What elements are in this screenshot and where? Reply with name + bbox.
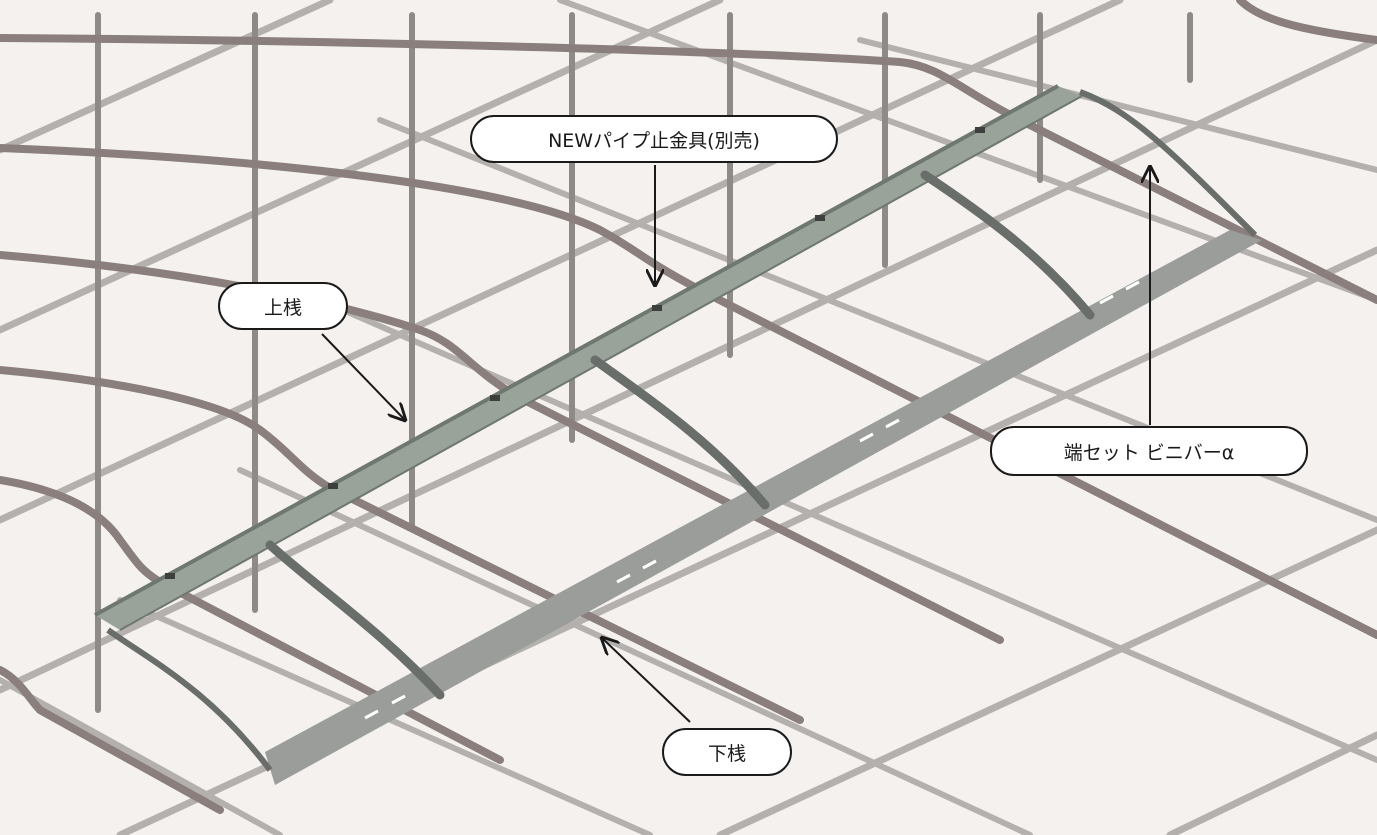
label-lower-rail: 下桟 bbox=[662, 728, 792, 776]
callout-arrows bbox=[321, 165, 1150, 723]
vertical-pipes bbox=[95, 12, 1193, 713]
end-set-frame bbox=[94, 84, 1262, 785]
arrow-lower-rail bbox=[602, 638, 691, 723]
pipe-clamps bbox=[165, 127, 985, 579]
label-end-set: 端セット ビニバーα bbox=[990, 426, 1308, 476]
end-member-right bbox=[1078, 89, 1258, 238]
rung-members bbox=[265, 170, 1095, 700]
plate-dashes bbox=[364, 280, 1140, 720]
upper-rail-bar bbox=[95, 86, 1082, 630]
upper-rail-edge bbox=[94, 84, 1059, 617]
label-pipe-clamp: NEWパイプ止金具(別売) bbox=[470, 115, 838, 163]
arch-pipes bbox=[0, 0, 1377, 814]
arrow-upper-rail bbox=[321, 333, 405, 420]
label-upper-rail: 上桟 bbox=[218, 282, 348, 330]
end-member-left bbox=[106, 627, 273, 772]
